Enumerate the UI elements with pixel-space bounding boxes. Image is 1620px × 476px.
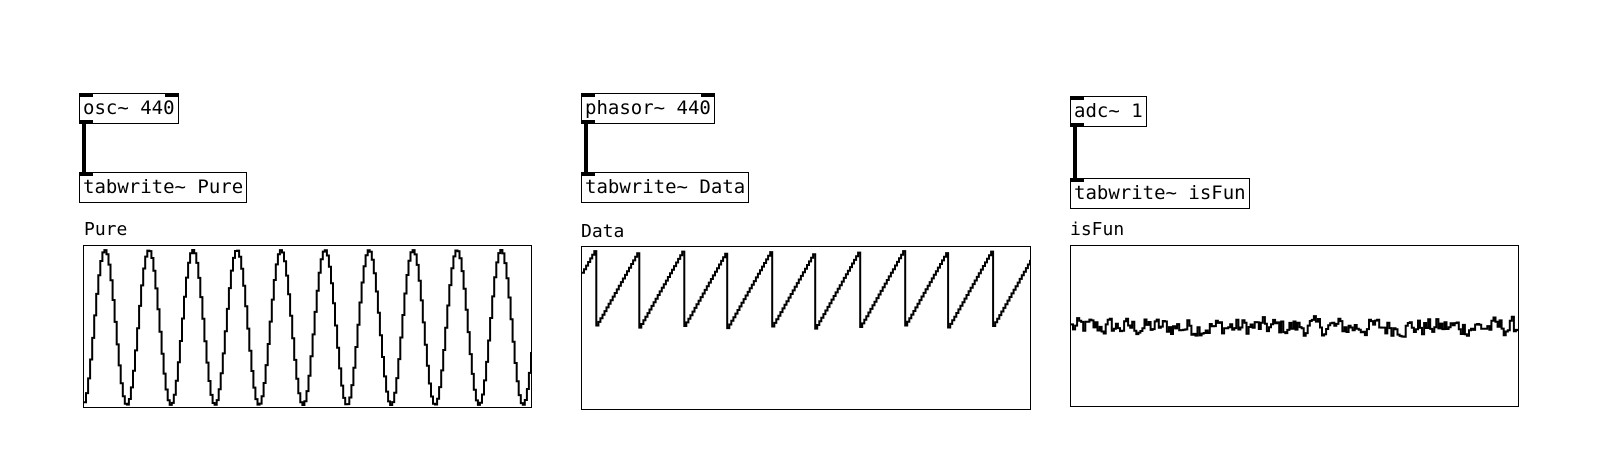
- adc-object-text: adc~ 1: [1074, 100, 1143, 122]
- adc-outlet[interactable]: [1070, 123, 1084, 127]
- array-pure-label: Pure: [84, 219, 128, 240]
- tabwrite-isfun-inlet[interactable]: [1070, 178, 1084, 182]
- osc-inlet-right[interactable]: [164, 93, 179, 97]
- data-waveform-line: [582, 250, 1030, 330]
- tabwrite-pure-object-text: tabwrite~ Pure: [83, 176, 244, 198]
- array-isfun-waveform: [1071, 315, 1518, 338]
- isfun-waveform-line: [1071, 315, 1518, 338]
- array-isfun-graph[interactable]: [1070, 245, 1519, 407]
- tabwrite-isfun-object[interactable]: tabwrite~ isFun: [1070, 178, 1250, 209]
- array-data-graph[interactable]: [581, 246, 1031, 410]
- array-pure-waveform: [84, 249, 531, 406]
- osc-inlet-left[interactable]: [79, 93, 93, 97]
- phasor-outlet[interactable]: [581, 120, 595, 124]
- adc-inlet[interactable]: [1070, 96, 1084, 100]
- phasor-inlet-right[interactable]: [700, 93, 715, 97]
- pure-waveform-line: [84, 249, 531, 406]
- array-pure-graph[interactable]: [83, 245, 532, 408]
- phasor-object[interactable]: phasor~ 440: [581, 93, 715, 124]
- phasor-to-tabwrite-cord[interactable]: [584, 124, 588, 172]
- array-data-label: Data: [581, 221, 625, 242]
- osc-object-text: osc~ 440: [83, 97, 175, 119]
- phasor-object-text: phasor~ 440: [585, 97, 711, 119]
- tabwrite-isfun-object-text: tabwrite~ isFun: [1074, 182, 1246, 204]
- tabwrite-pure-inlet[interactable]: [79, 172, 93, 176]
- osc-object[interactable]: osc~ 440: [79, 93, 179, 124]
- tabwrite-data-inlet[interactable]: [581, 172, 595, 176]
- tabwrite-pure-object[interactable]: tabwrite~ Pure: [79, 172, 248, 203]
- osc-outlet[interactable]: [79, 120, 93, 124]
- tabwrite-data-object-text: tabwrite~ Data: [585, 176, 746, 198]
- tabwrite-data-object[interactable]: tabwrite~ Data: [581, 172, 750, 203]
- phasor-inlet-left[interactable]: [581, 93, 595, 97]
- array-data-waveform: [582, 250, 1030, 330]
- adc-to-tabwrite-cord[interactable]: [1073, 127, 1077, 178]
- array-isfun-label: isFun: [1070, 219, 1125, 240]
- adc-object[interactable]: adc~ 1: [1070, 96, 1147, 127]
- osc-to-tabwrite-cord[interactable]: [82, 124, 86, 172]
